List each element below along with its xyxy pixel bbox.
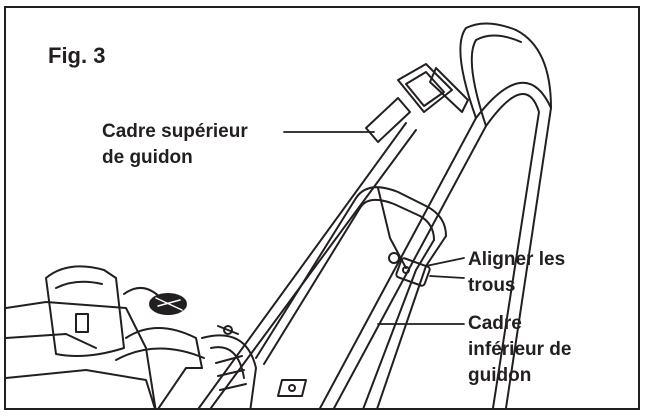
align-holes-label-line2: trous bbox=[468, 275, 516, 296]
align-holes-label-line1: Aligner les bbox=[468, 249, 566, 270]
figure-frame: Fig. 3 Cadre supérieur de guidon Aligner… bbox=[4, 6, 640, 410]
frame-foot bbox=[277, 379, 307, 397]
upper-frame-label-line1: Cadre supérieur bbox=[102, 121, 248, 142]
snow-thrower-illustration bbox=[6, 22, 552, 408]
switch-box bbox=[365, 63, 469, 143]
lower-frame-label-line3: guidon bbox=[468, 365, 532, 386]
leader-align-holes-lower bbox=[429, 275, 465, 279]
inner-handle-frame bbox=[255, 186, 447, 365]
lower-handle-frame bbox=[197, 122, 447, 408]
leader-align-holes-upper bbox=[425, 257, 465, 267]
upper-handle-frame bbox=[319, 22, 552, 408]
upper-frame-label-line2: de guidon bbox=[102, 147, 193, 168]
lower-frame-label-line2: inférieur de bbox=[468, 339, 572, 360]
cable-clip bbox=[388, 252, 400, 264]
power-cable bbox=[377, 187, 407, 269]
lower-frame-label-line1: Cadre bbox=[468, 313, 522, 334]
callout-lines bbox=[283, 131, 465, 325]
snow-thrower-body bbox=[6, 265, 257, 408]
figure-title: Fig. 3 bbox=[48, 43, 106, 68]
